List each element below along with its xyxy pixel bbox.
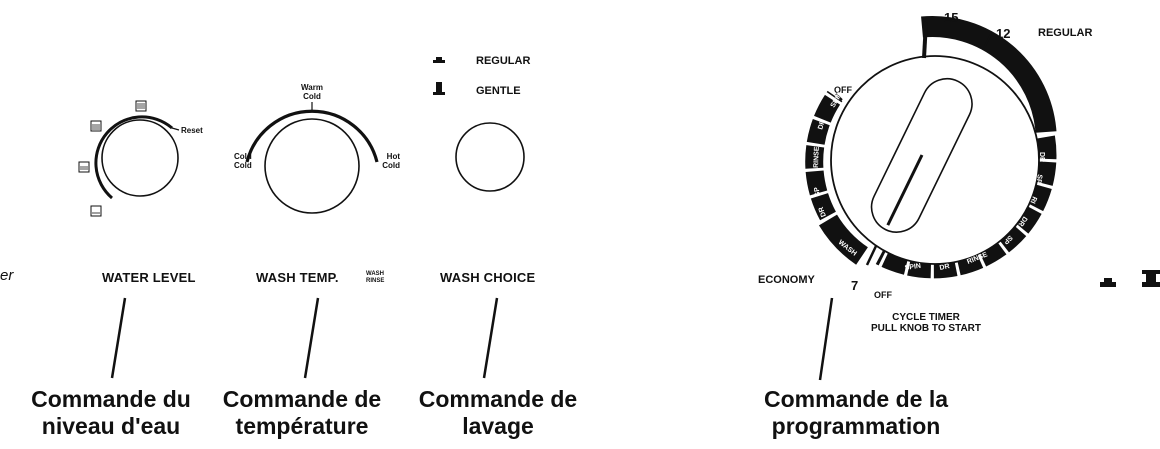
right-seg-dr1: DR [1038,152,1045,162]
tick-15 [922,21,928,59]
water-level-arc [94,115,173,200]
water-level-caption: Commande du niveau d'eau [0,386,222,440]
right-seg-sp2: SP [1002,234,1014,246]
warm-cold-label-line2: Cold [303,92,321,101]
wash-temp-control: Warm Cold Cold Cold Hot Cold WASH TEMP. … [234,83,401,379]
water-extra-large-icon [135,100,147,112]
right-edge-agitation-icons [1100,270,1160,287]
timer-regular-label: REGULAR [1038,27,1092,39]
wash-temp-caption: Commande de température [204,386,400,440]
water-level-knob[interactable] [101,119,179,197]
cold-cold-label-line1: Cold [234,152,252,161]
water-large-icon [90,120,102,132]
hot-cold-label-line1: Hot [387,152,401,161]
regular-agitation-icon [433,57,445,63]
wash-choice-pointer-line [482,297,499,379]
wash-choice-knob[interactable] [455,122,525,192]
water-level-pointer-line [110,297,127,379]
timer-num-15: 15 [944,10,958,25]
wash-choice-caption-line1: Commande de [418,386,578,412]
water-level-control: Reset WATER LEVEL [78,100,203,379]
wash-temp-arc [245,109,379,163]
water-medium-icon [78,161,90,173]
cycle-timer-caption-line2: programmation [771,413,941,439]
wash-temp-caption-line1: Commande de [222,386,382,412]
right-seg-dr2: DR [1017,215,1028,227]
right-seg-ri: RI [1029,195,1038,204]
left-seg-dr: DR [817,119,827,131]
left-segments [805,90,843,221]
wash-choice-caption-line2: lavage [462,413,534,439]
wash-choice-control: REGULAR GENTLE WASH CHOICE [433,55,536,379]
timer-economy-label: ECONOMY [758,274,816,286]
water-level-panel-label: WATER LEVEL [102,270,196,285]
timer-off-bottom: OFF [874,290,892,300]
water-small-icon [90,205,102,217]
wash-temp-knob[interactable] [264,118,360,214]
wash-temp-panel-label: WASH TEMP. [256,270,339,285]
right-bottom-segments [875,135,1057,279]
rinse-sup-label: RINSE [366,278,384,284]
wash-choice-caption: Commande de lavage [400,386,596,440]
regular-option-label: REGULAR [476,55,530,67]
cycle-timer-pointer-line [818,297,834,381]
bottom-seg-dr: DR [939,263,950,272]
timer-knob-grip [870,77,973,233]
gentle-agitation-icon-right [1142,270,1160,287]
left-seg-dr2: DR [818,206,828,218]
cycle-timer-control: 15 12 REGULAR OFF 7 ECONOMY OFF WASH WAS… [758,10,1092,381]
cycle-timer-caption-line1: Commande de la [763,386,949,412]
cycle-timer-caption: Commande de la programmation [740,386,972,440]
timer-num-7: 7 [851,278,858,293]
gentle-agitation-icon [433,82,445,95]
timer-num-12: 12 [996,26,1010,41]
gentle-option-label: GENTLE [476,85,521,97]
regular-agitation-icon-right [1100,278,1116,287]
wash-band-bottom [818,214,869,265]
wash-choice-panel-label: WASH CHOICE [440,270,536,285]
cold-cold-label-line2: Cold [234,161,252,170]
wash-temp-pointer-line [303,297,320,379]
reset-label: Reset [181,126,203,135]
water-level-caption-line1: Commande du [31,386,191,412]
left-seg-sp: SP [813,186,822,197]
wash-temp-caption-line2: température [235,413,369,439]
partial-left-text: er [0,267,14,284]
wash-band-top [921,16,1057,134]
cycle-timer-label-line1: CYCLE TIMER [892,312,961,323]
water-level-caption-line2: niveau d'eau [41,413,181,439]
wash-sup-label: WASH [366,271,384,277]
left-seg-rinse: RINSE [813,146,821,168]
timer-off-top: OFF [834,85,852,95]
cycle-timer-label-line2: PULL KNOB TO START [871,323,981,334]
bottom-seg-spin: SPIN [904,263,921,272]
hot-cold-label-line2: Cold [382,161,400,170]
warm-cold-label-line1: Warm [301,83,323,92]
right-seg-sp1: SP [1034,174,1043,185]
